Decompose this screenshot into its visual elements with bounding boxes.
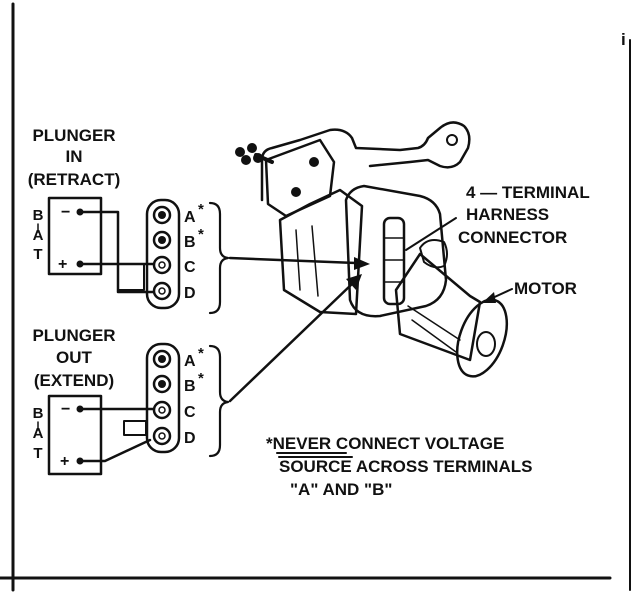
retract-terminal-block [145, 198, 181, 310]
retract-title-line2: IN [66, 147, 83, 166]
retract-pointer-line [228, 256, 358, 265]
retract-battery-box [47, 196, 103, 276]
extend-terminal-block [145, 342, 181, 454]
retract-terminal-d [152, 281, 172, 301]
connector-callout: 4 — TERMINAL HARNESS CONNECTOR [405, 183, 590, 251]
extend-terminal-label-c: C [184, 404, 196, 421]
harness-connector [382, 216, 406, 306]
extend-terminal-asterisk-b: * [198, 370, 204, 387]
gear-case [344, 184, 448, 318]
retract-terminal-a [152, 205, 172, 225]
extend-pointer-line [228, 282, 354, 403]
retract-jumper-box [117, 263, 145, 291]
retract-terminal-b [152, 230, 172, 250]
left-mount-plate [264, 138, 336, 218]
extend-battery-plus: + [60, 453, 69, 470]
warning-line2: SOURCE ACROSS TERMINALS [279, 457, 532, 476]
retract-terminal-label-a: A [184, 209, 196, 226]
retract-brace [208, 201, 230, 315]
actuator-housing [278, 188, 364, 316]
retract-negative-wire [78, 210, 155, 294]
connector-label-line1: 4 — TERMINAL [466, 183, 590, 202]
retract-wire-node-pos [76, 260, 84, 268]
warning-line1-rest: CONNECT VOLTAGE [331, 434, 504, 453]
plunger-stud [235, 143, 274, 165]
extend-wire-node-pos [76, 457, 84, 465]
warning-line2-rest: ACROSS TERMINALS [352, 457, 533, 476]
plunger-out-extend-diagram: PLUNGER OUT (EXTEND) B A T − + [32, 326, 230, 476]
connector-leader-line [405, 217, 457, 251]
retract-terminal-asterisk-a: * [198, 201, 204, 218]
extend-title-line2: OUT [56, 348, 93, 367]
plunger-in-retract-diagram: PLUNGER IN (RETRACT) B A T − + [28, 126, 230, 315]
extend-terminal-label-a: A [184, 353, 196, 370]
warning-source: SOURCE [279, 457, 352, 476]
retract-battery-label-a: A [33, 227, 44, 244]
warning-note: *NEVER CONNECT VOLTAGE SOURCE ACROSS TER… [266, 434, 532, 499]
retract-terminal-asterisk-b: * [198, 226, 204, 243]
extend-wire-node-neg [76, 405, 84, 413]
extend-title-line3: (EXTEND) [34, 371, 114, 390]
extend-battery-box [47, 394, 103, 476]
mount-hole-1 [309, 157, 319, 167]
extend-battery-label-a: A [33, 425, 44, 442]
extend-terminal-b [152, 374, 172, 394]
right-edge-mark: i [621, 30, 626, 49]
retract-wire-node-neg [76, 208, 84, 216]
motor-body [394, 252, 509, 378]
mount-hole-2 [291, 187, 301, 197]
extend-battery-label-b: B [33, 405, 44, 422]
retract-pointer-arrowhead [354, 257, 370, 270]
retract-title-line3: (RETRACT) [28, 170, 121, 189]
motor-cap [419, 239, 448, 269]
extend-terminal-label-b: B [184, 378, 196, 395]
warning-never: NEVER [273, 434, 332, 453]
motor-label: MOTOR [514, 279, 577, 298]
extend-terminal-d [152, 426, 172, 446]
retract-battery-label-t: T [33, 246, 42, 263]
extend-title-line1: PLUNGER [32, 326, 115, 345]
extend-terminal-asterisk-a: * [198, 345, 204, 362]
extend-jumper-box [123, 420, 147, 436]
retract-terminal-label-c: C [184, 259, 196, 276]
motor-callout: MOTOR [482, 279, 577, 303]
retract-title-line1: PLUNGER [32, 126, 115, 145]
extend-terminal-c [152, 400, 172, 420]
actuator-assembly [235, 121, 509, 378]
retract-battery-minus: − [61, 204, 70, 221]
retract-battery-label-b: B [33, 207, 44, 224]
retract-terminal-label-b: B [184, 234, 196, 251]
connector-label-line2: HARNESS [466, 205, 549, 224]
retract-terminal-label-d: D [184, 285, 196, 302]
extend-brace [208, 344, 230, 458]
bracket-hole-right [446, 134, 458, 146]
extend-battery-minus: − [61, 401, 70, 418]
warning-asterisk: * [266, 434, 273, 453]
extend-terminal-a [152, 349, 172, 369]
warning-line3: "A" AND "B" [290, 480, 392, 499]
connector-label-line3: CONNECTOR [458, 228, 567, 247]
extend-positive-wire [78, 438, 152, 463]
retract-battery-plus: + [58, 256, 67, 273]
retract-terminal-c [152, 255, 172, 275]
warning-line1: *NEVER CONNECT VOLTAGE [266, 434, 504, 453]
extend-terminal-label-d: D [184, 430, 196, 447]
extend-battery-label-t: T [33, 445, 42, 462]
mounting-bracket [260, 121, 471, 202]
